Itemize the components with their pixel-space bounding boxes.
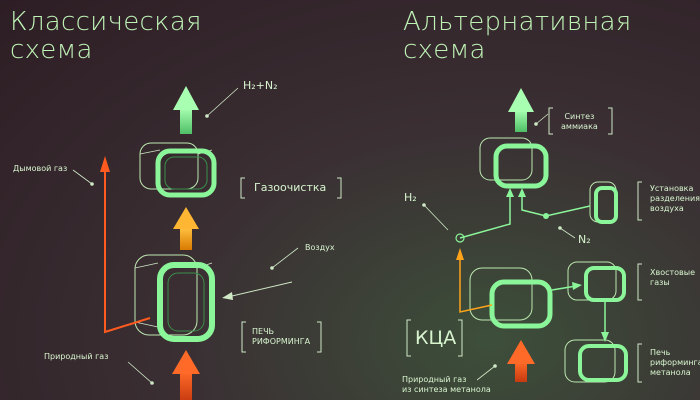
classic-scheme-title: Классическая схема (10, 7, 202, 65)
connection-lines (459, 195, 606, 336)
kca-label: КЦА (415, 327, 457, 349)
alternative-scheme-title: Альтернативная схема (403, 7, 632, 65)
product-arrow (173, 86, 199, 134)
flue-gas-line (100, 156, 151, 334)
air-separation-module (589, 181, 618, 224)
natural-gas-arrow (172, 350, 200, 400)
product-label: H₂+N₂ (243, 79, 278, 92)
n2-label: N₂ (578, 233, 591, 246)
methanol-gas-arrow (507, 340, 535, 382)
h2-label: H₂ (404, 191, 417, 204)
methanol-furnace-module (564, 339, 628, 383)
tail-gases-label: Хвостовые газы (650, 268, 695, 287)
intermediate-arrow (173, 207, 199, 250)
air-separation-label: Установка разделения воздуха (650, 184, 700, 213)
reformer-module (134, 254, 215, 342)
air-label: Воздух (305, 243, 335, 252)
kca-module (469, 267, 553, 329)
air-arrow (222, 281, 293, 300)
gas-cleaning-module (139, 142, 217, 198)
synthesis-label: Синтез аммиака (561, 112, 598, 131)
synthesis-module (479, 137, 549, 189)
hydrogen-line (456, 248, 493, 313)
tail-gas-module (567, 261, 626, 302)
flue-gas-label: Дымовой газ (13, 164, 68, 173)
natural-gas-methanol-label: Природный газ из синтеза метанола (402, 375, 491, 394)
reformer-label: ПЕЧЬ РИФОРМИНГА (252, 327, 311, 346)
gas-cleaning-label: Газоочистка (254, 181, 327, 194)
methanol-furnace-label: Печь риформинга метанола (650, 348, 700, 377)
natural-gas-label: Природный газ (44, 352, 109, 361)
ammonia-arrow (508, 88, 534, 132)
